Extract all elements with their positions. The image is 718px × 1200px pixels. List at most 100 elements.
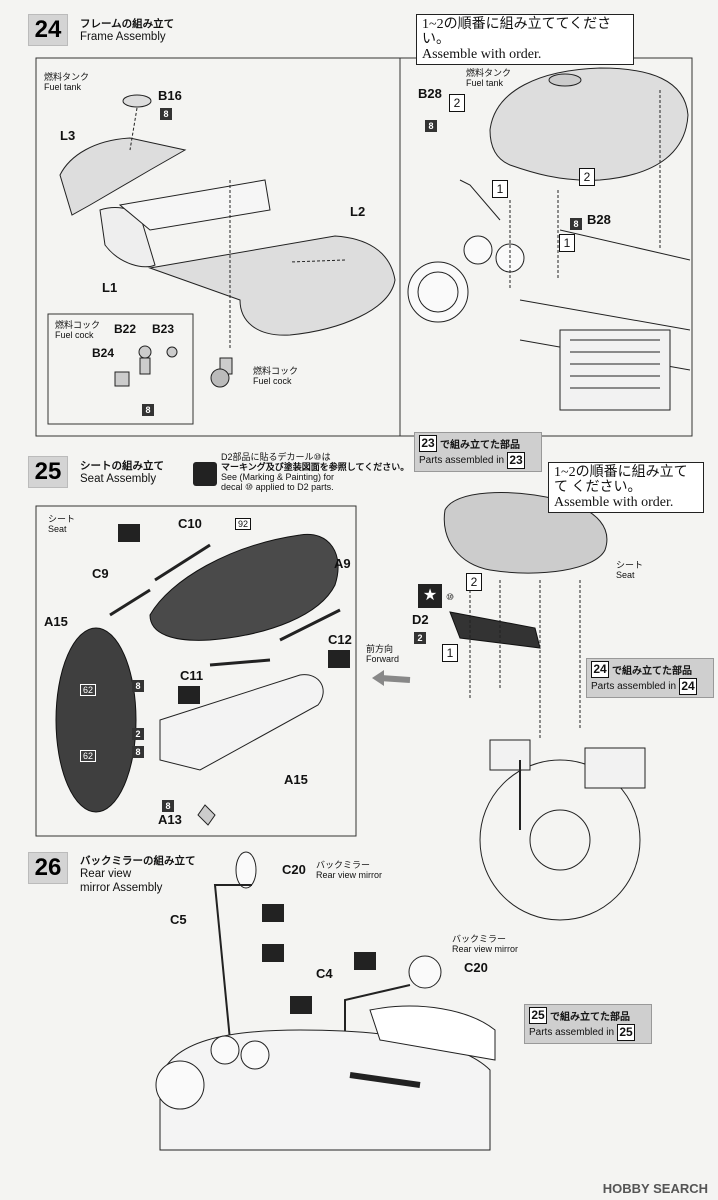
step26-assembled-ref-en: Parts assembled in (529, 1027, 615, 1038)
badge-2-a15: 2 (132, 724, 144, 742)
decal-note-en1: See (Marking & Painting) for (221, 472, 335, 482)
fuel-tank-label-2-jp: 燃料タンク (466, 68, 512, 78)
part-b28-top: B28 (418, 86, 442, 101)
fuel-tank-label-2-en: Fuel tank (466, 78, 504, 88)
mirror-label-en: Rear view mirror (316, 870, 383, 880)
part-b22: B22 (114, 322, 137, 336)
part-a15: A15 (44, 614, 68, 629)
decal-note-jp2: マーキング及び塗装図面を参照してください。 (221, 462, 410, 472)
cement-icon-6 (354, 952, 376, 970)
mirror-label: バックミラー Rear view mirror (316, 860, 382, 880)
fuel-cock-box-label-jp: 燃料コック (55, 320, 101, 330)
part-l1: L1 (102, 280, 118, 295)
fuel-cock-label-jp: 燃料コック (253, 366, 299, 376)
part-c20-right: C20 (464, 960, 488, 975)
order-1-right: 1 (559, 234, 575, 252)
step26-title-en-1: Rear view (80, 868, 132, 880)
step25-assembled-ref-jp: で組み立てた部品 (612, 666, 692, 677)
decal-note: D2部品に貼るデカール⑩は マーキング及び塗装図面を参照してください。 See … (221, 452, 411, 492)
cement-icon-3 (178, 686, 200, 704)
part-a15-base: A15 (284, 772, 308, 787)
step-number-25: 25 (28, 456, 68, 488)
badge-8-cock: 8 (142, 400, 154, 418)
decal-92: 92 (235, 518, 252, 530)
step26-title-en-2: mirror Assembly (80, 882, 163, 894)
fuel-tank-label-2: 燃料タンク Fuel tank (466, 68, 511, 88)
cement-icon-1 (118, 524, 140, 542)
part-l3: L3 (60, 128, 76, 143)
part-d2: D2 (412, 612, 429, 627)
step25-assembled-ref-num-2: 24 (679, 678, 698, 695)
order-1-left: 1 (492, 180, 508, 198)
star-icon: ★ (418, 584, 442, 608)
part-c12: C12 (328, 632, 352, 647)
step24-order-note: 1~2の順番に組み立ててください。 Assemble with order. (416, 14, 634, 65)
brush-icon (193, 462, 217, 486)
step26-title-jp: バックミラーの組み立て (80, 855, 196, 867)
step25-assembled-ref-num: 24 (591, 661, 609, 678)
seat-label: シート Seat (48, 514, 75, 534)
badge-8-a13: 8 (162, 796, 174, 814)
step25-assembled-ref-en: Parts assembled in (591, 681, 677, 692)
part-b28-right: B28 (587, 212, 611, 227)
step24-order-note-jp: 1~2の順番に組み立ててください。 (422, 17, 612, 47)
seat-label-2-en: Seat (616, 570, 635, 580)
watermark-logo: HOBBY SEARCH (602, 1181, 708, 1196)
cement-icon-4 (262, 904, 284, 922)
part-c9: C9 (92, 566, 109, 581)
decal-note-en2: decal ⑩ applied to D2 parts. (221, 482, 334, 492)
badge-2-d2: 2 (414, 628, 426, 646)
part-a9: A9 (334, 556, 351, 571)
cement-icon-2 (328, 650, 350, 668)
cement-icon-5 (262, 944, 284, 962)
mirror-label-2: バックミラー Rear view mirror (452, 934, 518, 954)
step-number-26: 26 (28, 852, 68, 884)
step25-order-note: 1~2の順番に組み立てて ください。 Assemble with order. (548, 462, 704, 513)
fuel-cock-box-label: 燃料コック Fuel cock (55, 320, 100, 340)
decal-note-jp1: D2部品に貼るデカール⑩は (221, 452, 331, 462)
step26-assembled-ref-jp: で組み立てた部品 (550, 1012, 630, 1023)
part-b16: B16 (158, 88, 182, 103)
seat-label-jp: シート (48, 514, 76, 524)
seat-label-2: シート Seat (616, 560, 643, 580)
forward-label-en: Forward (366, 654, 400, 664)
fuel-tank-label: 燃料タンク Fuel tank (44, 72, 89, 92)
part-c11: C11 (180, 668, 204, 683)
step24-order-note-en: Assemble with order. (422, 47, 542, 62)
fuel-tank-label-jp: 燃料タンク (44, 72, 90, 82)
step25-order-note-en: Assemble with order. (554, 495, 674, 510)
part-b23: B23 (152, 322, 175, 336)
badge-8-b16: 8 (160, 104, 172, 122)
mirror-label-jp: バックミラー (316, 860, 371, 870)
badge-8-a15-top: 8 (132, 676, 144, 694)
step26-assembled-ref-num: 25 (529, 1007, 547, 1024)
step25-order-note-jp: 1~2の順番に組み立てて ください。 (554, 465, 688, 495)
part-c4: C4 (316, 966, 333, 981)
part-l2: L2 (350, 204, 366, 219)
forward-label-jp: 前方向 (366, 644, 394, 654)
fuel-cock-label: 燃料コック Fuel cock (253, 366, 298, 386)
order-2-right: 2 (579, 168, 595, 186)
assembled-ref-jp: で組み立てた部品 (440, 440, 520, 451)
step25-title-jp: シートの組み立て (80, 460, 164, 472)
badge-8-b28-right: 8 (570, 214, 582, 232)
seat-label-2-jp: シート (616, 560, 644, 570)
decal-10: ⑩ (446, 592, 455, 602)
step25-title-en: Seat Assembly (80, 473, 157, 485)
order-1-seat: 1 (442, 644, 458, 662)
order-2-seat: 2 (466, 573, 482, 591)
forward-label: 前方向 Forward (366, 644, 399, 664)
badge-8-b28-top: 8 (425, 116, 437, 134)
part-a13: A13 (158, 812, 182, 827)
decal-62-b: 62 (80, 750, 97, 762)
assembled-ref-en: Parts assembled in (419, 455, 505, 466)
fuel-tank-label-en: Fuel tank (44, 82, 82, 92)
order-2-top: 2 (449, 94, 465, 112)
cement-icon-7 (290, 996, 312, 1014)
mirror-label-2-en: Rear view mirror (452, 944, 519, 954)
decal-62-a: 62 (80, 684, 97, 696)
part-c10: C10 (178, 516, 202, 531)
